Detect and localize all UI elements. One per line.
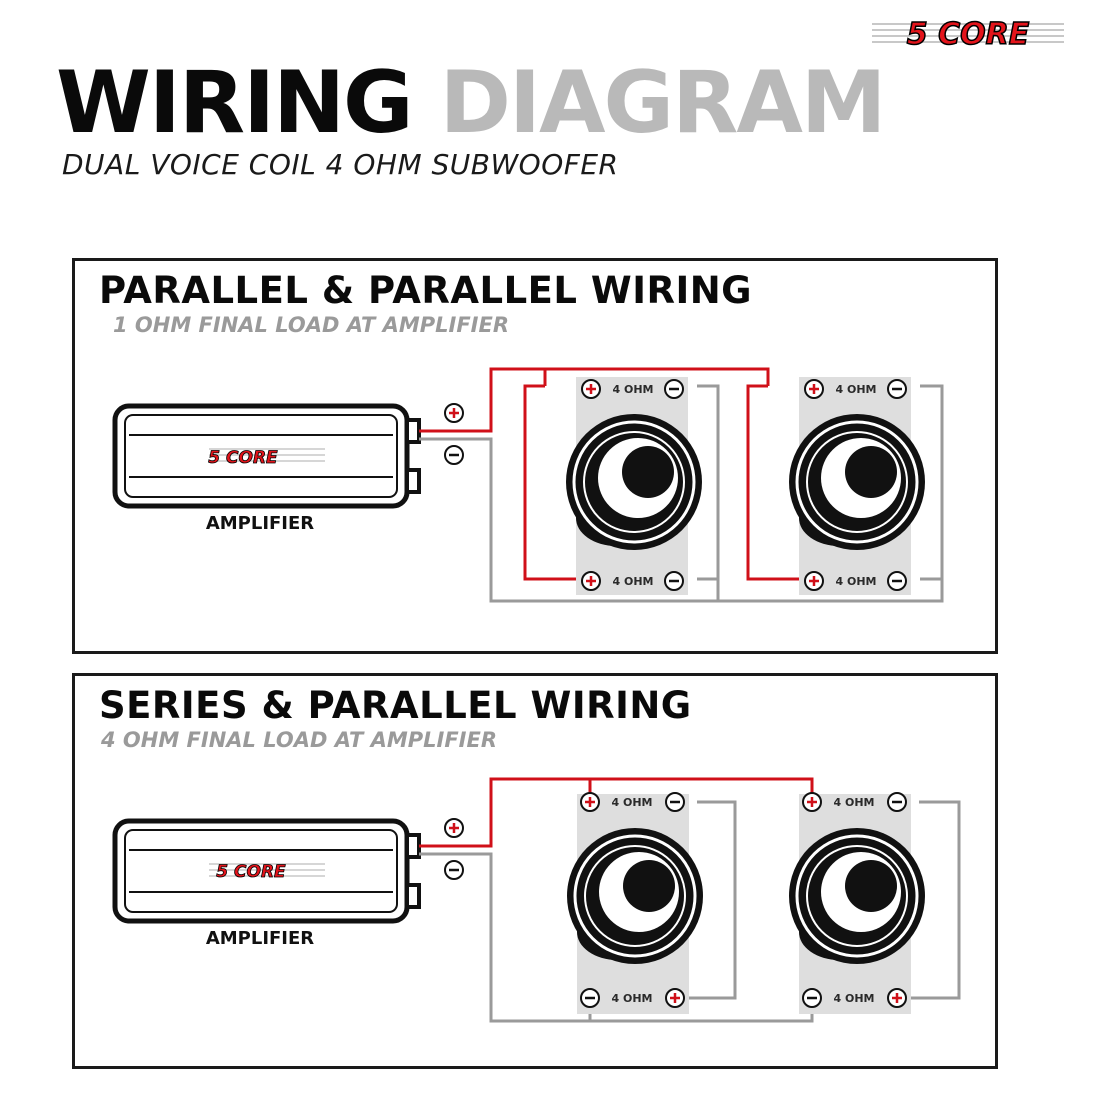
amplifier-label: AMPLIFIER — [206, 513, 314, 534]
amplifier: 5 CORE AMPLIFIER — [112, 818, 421, 949]
wiring-diagram: 5 CORE AMPLIFIER — [112, 367, 944, 603]
page-subtitle: DUAL VOICE COIL 4 OHM SUBWOOFER — [62, 148, 619, 181]
panel-load-label: 1 OHM FINAL LOAD AT AMPLIFIER — [113, 313, 510, 337]
panel-load-label: 4 OHM FINAL LOAD AT AMPLIFIER — [101, 728, 498, 752]
wires — [419, 367, 944, 603]
amplifier-logo-text: 5 CORE — [216, 862, 286, 882]
subwoofer: 4 OHM 4 OHM — [789, 377, 925, 595]
subwoofer: 4 OHM 4 OHM — [567, 792, 703, 1014]
brand-logo-text: 5 CORE — [907, 17, 1030, 52]
coil-label: 4 OHM — [612, 796, 653, 809]
panel-heading: SERIES & PARALLEL WIRING — [99, 684, 692, 727]
page-title: WIRING DIAGRAM — [56, 60, 886, 146]
coil-label: 4 OHM — [836, 383, 877, 396]
amplifier-terminals — [444, 818, 464, 880]
title-word-wiring: WIRING — [56, 53, 414, 153]
coil-label: 4 OHM — [612, 992, 653, 1005]
coil-label: 4 OHM — [836, 575, 877, 588]
wiring-diagram: 5 CORE AMPLIFIER — [112, 777, 961, 1023]
amplifier-label: AMPLIFIER — [206, 928, 314, 949]
amplifier-terminals — [444, 403, 464, 465]
title-word-diagram: DIAGRAM — [439, 53, 887, 153]
subwoofer: 4 OHM 4 OHM — [789, 792, 925, 1014]
coil-label: 4 OHM — [834, 796, 875, 809]
amplifier: 5 CORE AMPLIFIER — [112, 403, 421, 534]
brand-logo: 5 CORE — [872, 16, 1064, 53]
coil-label: 4 OHM — [613, 383, 654, 396]
amplifier-logo-text: 5 CORE — [208, 448, 278, 468]
panel-heading: PARALLEL & PARALLEL WIRING — [99, 269, 753, 312]
subwoofer: 4 OHM 4 OHM — [566, 377, 702, 595]
coil-label: 4 OHM — [834, 992, 875, 1005]
parallel-parallel-panel: PARALLEL & PARALLEL WIRING 1 OHM FINAL L… — [72, 258, 998, 654]
coil-label: 4 OHM — [613, 575, 654, 588]
series-parallel-panel: SERIES & PARALLEL WIRING 4 OHM FINAL LOA… — [72, 673, 998, 1069]
